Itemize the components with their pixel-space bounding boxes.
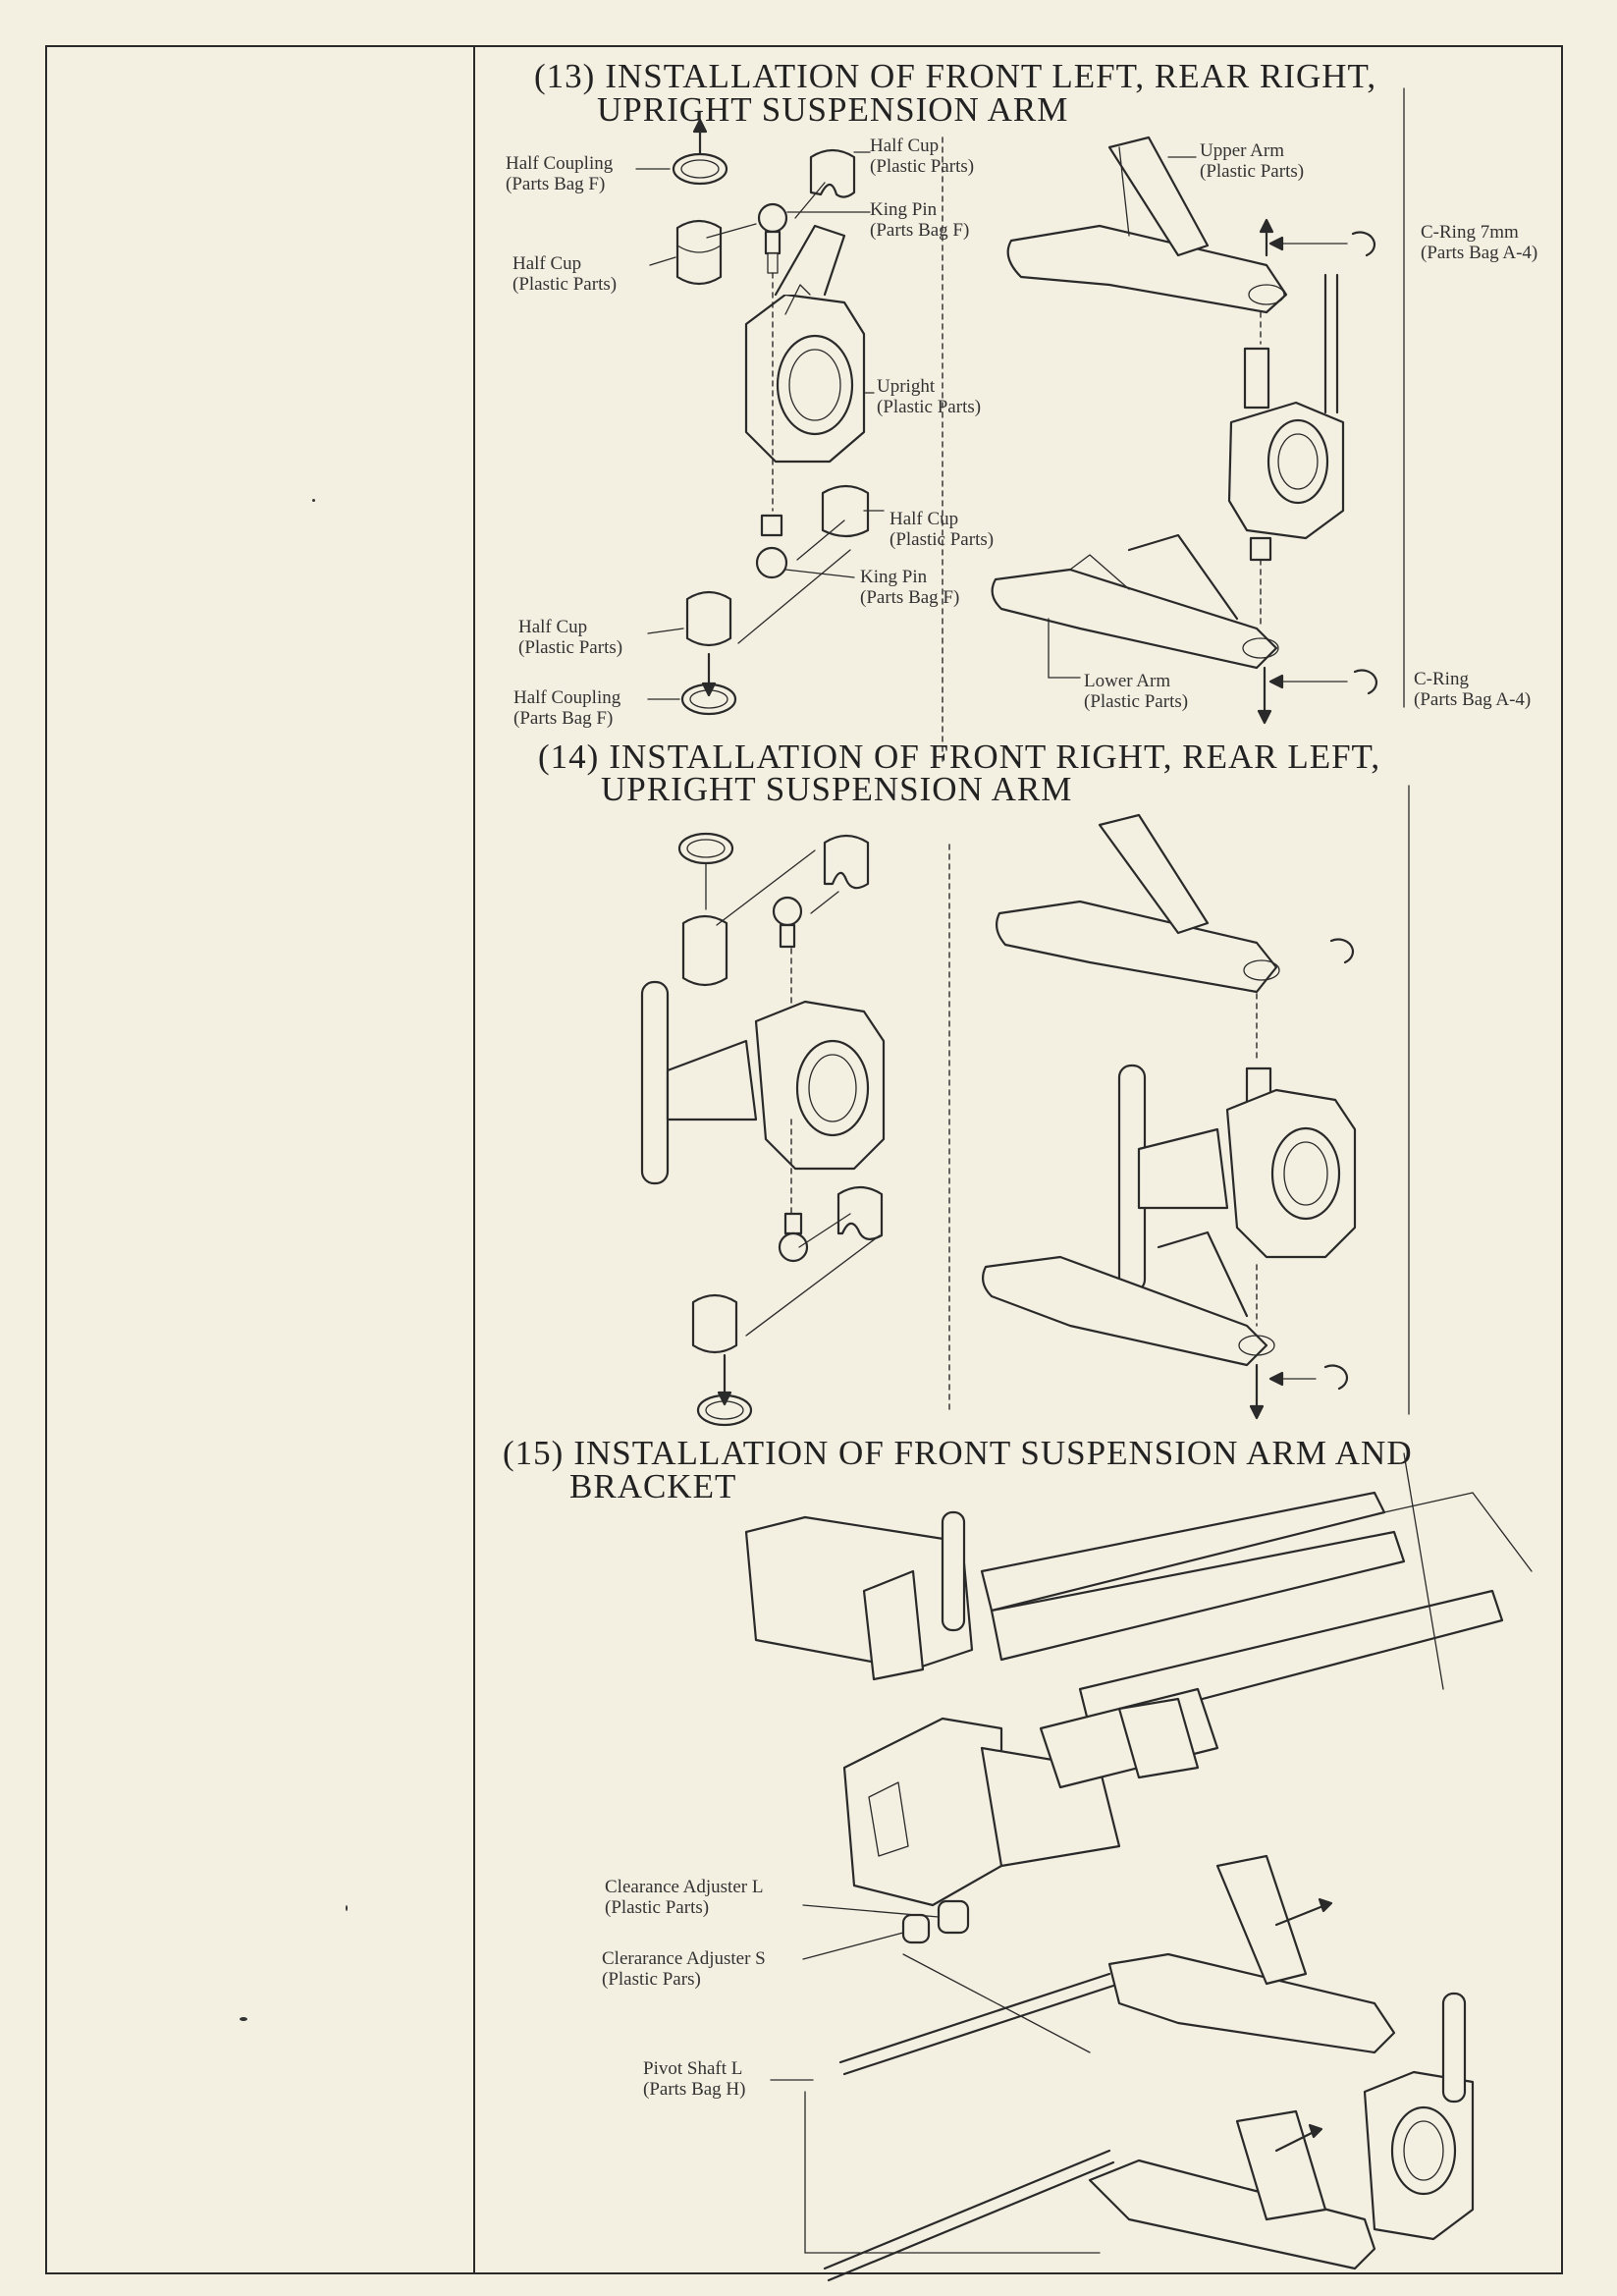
- label-name: C-Ring: [1414, 669, 1469, 689]
- label-name: Half Cup: [512, 253, 582, 274]
- label-source: (Parts Bag F): [870, 220, 970, 241]
- section-14-number: (14): [538, 738, 600, 776]
- section-15-title-line1: INSTALLATION OF FRONT SUSPENSION ARM AND: [573, 1434, 1413, 1472]
- label-half-coupling-top: Half Coupling (Parts Bag F): [506, 153, 613, 194]
- label-source: (Plastic Pars): [602, 1969, 701, 1990]
- sec14-exploded-upright: [640, 832, 886, 1427]
- label-name: Clearance Adjuster L: [605, 1877, 764, 1897]
- section-14-title-line1: INSTALLATION OF FRONT RIGHT, REAR LEFT,: [609, 738, 1381, 776]
- ink-speck: [312, 499, 315, 502]
- sec13-arm-assembly: [942, 87, 1405, 767]
- c-ring-top: [1351, 231, 1376, 257]
- c-ring-bottom: [1353, 669, 1378, 695]
- section-13-heading-line2: UPRIGHT SUSPENSION ARM: [597, 90, 1069, 129]
- label-c-ring: C-Ring (Parts Bag A-4): [1414, 669, 1531, 710]
- ink-speck: [346, 1905, 348, 1911]
- upper-arm: [1006, 224, 1288, 314]
- label-clearance-adjuster-s: Clerarance Adjuster S (Plastic Pars): [602, 1948, 766, 1990]
- half-cup-right-top: [809, 148, 856, 198]
- lower-arm: [991, 568, 1278, 670]
- section-15-number: (15): [503, 1434, 565, 1472]
- label-source: (Plastic Parts): [877, 397, 982, 417]
- label-upper-arm: Upper Arm (Plastic Parts): [1200, 140, 1304, 182]
- label-source: (Plastic Parts): [605, 1897, 710, 1918]
- label-source: (Parts Bag H): [643, 2079, 746, 2100]
- label-source: (Plastic Parts): [870, 156, 975, 177]
- label-source: (Plastic Parts): [889, 529, 995, 550]
- label-name: Half Cup: [518, 617, 588, 637]
- label-name: Half Coupling: [513, 687, 621, 708]
- label-name: C-Ring 7mm: [1421, 222, 1519, 243]
- label-name: Half Coupling: [506, 153, 614, 174]
- label-name: Lower Arm: [1084, 671, 1171, 691]
- page-frame: [45, 45, 1563, 2274]
- label-source: (Plastic Parts): [1084, 691, 1189, 712]
- section-14-heading-line2: UPRIGHT SUSPENSION ARM: [601, 770, 1073, 808]
- section-15-heading: (15)INSTALLATION OF FRONT SUSPENSION ARM…: [503, 1436, 1413, 1471]
- label-half-coupling-bottom: Half Coupling (Parts Bag F): [513, 687, 620, 729]
- section-13-number: (13): [534, 57, 596, 95]
- label-name: Upper Arm: [1200, 140, 1285, 161]
- label-upright: Upright (Plastic Parts): [877, 376, 981, 417]
- label-lower-arm: Lower Arm (Plastic Parts): [1084, 671, 1188, 712]
- label-name: Clerarance Adjuster S: [602, 1948, 766, 1969]
- label-half-cup-right-bottom: Half Cup (Plastic Parts): [889, 509, 994, 550]
- label-name: Pivot Shaft L: [643, 2058, 743, 2079]
- king-pin-ball-top: [757, 202, 788, 234]
- sec14-arm-assembly: [948, 785, 1410, 1420]
- ink-speck: [240, 2017, 247, 2021]
- label-name: Half Cup: [889, 509, 959, 529]
- section-13-heading: (13)INSTALLATION OF FRONT LEFT, REAR RIG…: [534, 59, 1376, 94]
- label-source: (Parts Bag A-4): [1414, 689, 1532, 710]
- king-pin-ball-bottom: [755, 546, 788, 579]
- half-cup-left-bottom: [685, 590, 732, 647]
- label-clearance-adjuster-l: Clearance Adjuster L (Plastic Parts): [605, 1877, 763, 1918]
- label-source: (Plastic Parts): [512, 274, 618, 295]
- label-half-cup-left-top: Half Cup (Plastic Parts): [512, 253, 617, 295]
- label-name: King Pin: [860, 567, 928, 587]
- label-name: Half Cup: [870, 136, 940, 156]
- label-source: (Parts Bag F): [860, 587, 960, 608]
- label-name: King Pin: [870, 199, 938, 220]
- label-source: (Parts Bag F): [506, 174, 606, 194]
- section-14-heading: (14)INSTALLATION OF FRONT RIGHT, REAR LE…: [538, 739, 1380, 775]
- label-king-pin-top: King Pin (Parts Bag F): [870, 199, 969, 241]
- label-source: (Plastic Parts): [1200, 161, 1305, 182]
- label-source: (Parts Bag F): [513, 708, 614, 729]
- section-15-heading-line2: BRACKET: [569, 1467, 737, 1505]
- label-c-ring-7mm: C-Ring 7mm (Parts Bag A-4): [1421, 222, 1537, 263]
- section-13-title-line1: INSTALLATION OF FRONT LEFT, REAR RIGHT,: [605, 57, 1377, 95]
- label-source: (Parts Bag A-4): [1421, 243, 1538, 263]
- sec13-exploded-upright: [635, 118, 885, 716]
- label-king-pin-bottom: King Pin (Parts Bag F): [860, 567, 959, 608]
- column-divider: [473, 45, 475, 2274]
- label-source: (Plastic Parts): [518, 637, 623, 658]
- label-pivot-shaft-l: Pivot Shaft L (Parts Bag H): [643, 2058, 745, 2100]
- label-name: Upright: [877, 376, 936, 397]
- sec15-bracket-assembly: [744, 1452, 1533, 2282]
- label-half-cup-left-bottom: Half Cup (Plastic Parts): [518, 617, 622, 658]
- label-half-cup-right-top: Half Cup (Plastic Parts): [870, 136, 974, 177]
- blank-left-column: [47, 47, 471, 2272]
- half-cup-right-bottom: [821, 484, 870, 538]
